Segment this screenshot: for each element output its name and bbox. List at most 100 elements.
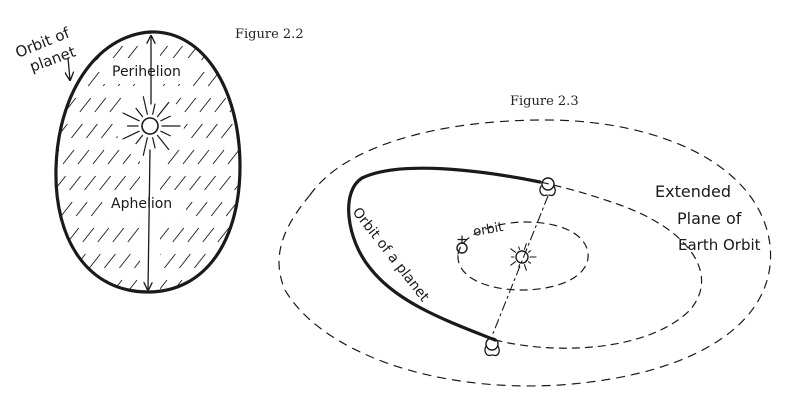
hatch-stroke xyxy=(265,176,276,190)
hatch-stroke xyxy=(18,150,29,164)
hatch-stroke xyxy=(293,228,304,242)
hatch-stroke xyxy=(60,201,73,217)
sun-ray xyxy=(527,250,532,253)
hatch-stroke xyxy=(325,176,336,190)
hatch-stroke xyxy=(219,175,231,191)
hatch-stroke xyxy=(90,201,103,217)
sun-ray xyxy=(156,101,170,118)
sun-ray xyxy=(160,115,171,122)
aphelion-distance-arrow xyxy=(148,149,150,290)
hatch-stroke xyxy=(273,150,284,164)
hatch-stroke xyxy=(491,124,502,138)
hatch-stroke xyxy=(286,202,297,216)
hatch-stroke xyxy=(403,72,414,86)
hatch-stroke xyxy=(119,253,131,269)
hatch-stroke xyxy=(373,72,384,86)
hatch-stroke xyxy=(341,124,352,138)
hatch-stroke xyxy=(523,72,534,86)
hatch-stroke xyxy=(352,46,363,60)
hatch-stroke xyxy=(335,98,346,112)
hatch-stroke xyxy=(245,98,256,112)
hatch-stroke xyxy=(212,149,225,165)
hatch-stroke xyxy=(412,46,423,60)
plane-label-line1: Extended xyxy=(655,182,731,201)
hatch-stroke xyxy=(445,176,456,190)
hatch-stroke xyxy=(333,150,344,164)
hatch-stroke xyxy=(308,228,319,242)
hatch-stroke xyxy=(397,46,408,60)
hatch-stroke xyxy=(26,124,37,138)
hatch-stroke xyxy=(187,227,200,243)
hatch-stroke xyxy=(423,150,434,164)
hatch-stroke xyxy=(400,176,411,190)
plane-label-line2: Plane of xyxy=(677,209,742,228)
hatch-stroke xyxy=(570,20,581,34)
hatch-stroke xyxy=(547,46,558,60)
hatch-stroke xyxy=(164,253,176,269)
hatch-stroke xyxy=(345,20,356,34)
hatch-stroke xyxy=(0,254,10,268)
hatch-stroke xyxy=(20,98,31,112)
hatch-stroke xyxy=(343,72,354,86)
hatch-stroke xyxy=(89,31,102,35)
aphelion-label: Aphelion xyxy=(111,196,172,212)
hatch-stroke xyxy=(0,176,6,190)
hatch-stroke xyxy=(405,20,416,34)
hatch-stroke xyxy=(263,228,274,242)
sun-ray xyxy=(523,243,527,250)
hatch-stroke xyxy=(15,20,26,34)
hatch-stroke xyxy=(427,46,438,60)
hatch-stroke xyxy=(239,253,241,269)
hatch-stroke xyxy=(380,98,391,112)
hatch-stroke xyxy=(433,72,444,86)
hatch-stroke xyxy=(14,254,25,268)
hatch-stroke xyxy=(350,98,361,112)
hatch-stroke xyxy=(107,149,120,165)
hatch-stroke xyxy=(360,20,371,34)
hatch-stroke xyxy=(328,72,339,86)
hatch-stroke xyxy=(476,124,487,138)
hatch-stroke xyxy=(314,254,325,268)
hatch-stroke xyxy=(251,124,262,138)
hatch-stroke xyxy=(87,71,100,87)
hatch-stroke xyxy=(10,176,21,190)
hatch-stroke xyxy=(463,72,474,86)
hatch-stroke xyxy=(408,150,419,164)
hatch-stroke xyxy=(260,98,271,112)
hatch-stroke xyxy=(508,72,519,86)
hatch-stroke xyxy=(0,228,4,242)
hatch-stroke xyxy=(16,202,27,216)
hatch-stroke xyxy=(420,20,431,34)
planet-orbit-ellipse xyxy=(54,30,242,294)
hatch-stroke xyxy=(305,98,316,112)
hatch-stroke xyxy=(159,175,171,191)
hatch-stroke xyxy=(33,150,44,164)
hatch-stroke xyxy=(298,72,309,86)
hatch-stroke xyxy=(306,280,317,294)
hatch-stroke xyxy=(41,124,52,138)
hatch-stroke xyxy=(415,176,426,190)
hatch-stroke xyxy=(307,46,318,60)
hatch-stroke xyxy=(82,227,95,243)
hatch-stroke xyxy=(296,124,307,138)
hatch-stroke xyxy=(0,46,3,60)
hatch-stroke xyxy=(316,202,327,216)
hatch-stroke xyxy=(182,149,195,165)
hatch-stroke xyxy=(254,254,265,268)
hatch-stroke xyxy=(391,202,402,216)
hatch-stroke xyxy=(77,149,90,165)
hatch-stroke xyxy=(217,227,230,243)
figure-2-3: Figure 2.3 xyxy=(278,94,772,387)
hatch-stroke xyxy=(5,98,16,112)
hatch-stroke xyxy=(363,150,374,164)
hatch-stroke xyxy=(179,253,191,269)
hatch-stroke xyxy=(29,254,40,268)
hatch-stroke xyxy=(36,280,47,294)
hatch-stroke xyxy=(290,98,301,112)
sun-ray xyxy=(518,246,521,250)
hatch-stroke xyxy=(232,227,241,243)
hatch-stroke xyxy=(35,98,46,112)
hatch-stroke xyxy=(81,45,93,61)
hatch-stroke xyxy=(538,72,549,86)
